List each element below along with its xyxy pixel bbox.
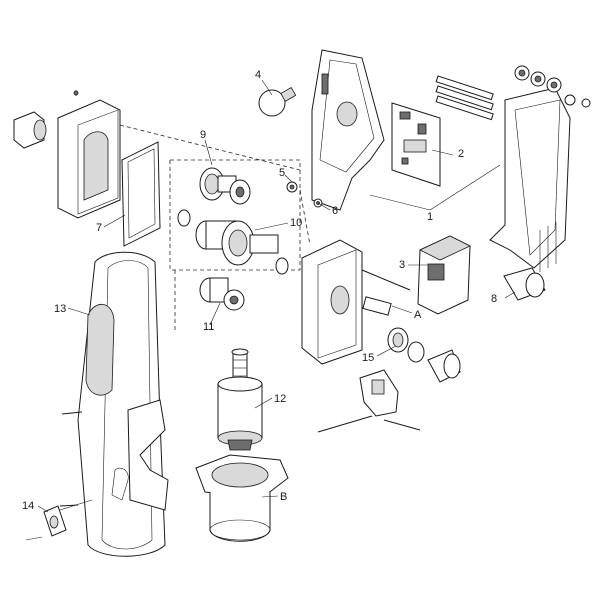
label-7: 7 — [96, 222, 102, 234]
callout-labels: 1 2 3 4 5 6 7 8 9 10 11 12 13 14 15 A B — [22, 69, 497, 512]
nuts-washers — [514, 65, 591, 108]
end-cap — [427, 349, 461, 383]
motor-stator — [195, 454, 289, 542]
label-6: 6 — [332, 205, 338, 217]
bracket-frame — [489, 87, 571, 272]
label-5: 5 — [279, 167, 285, 179]
gear-shaft-10 — [195, 220, 289, 275]
label-b: B — [280, 491, 287, 503]
lamp-bulb — [258, 86, 297, 117]
resistor-sticks — [435, 75, 494, 121]
label-a: A — [414, 309, 422, 321]
assembly-guide-lines — [119, 124, 311, 330]
label-9: 9 — [200, 129, 206, 141]
label-3: 3 — [399, 259, 405, 271]
washer-ring — [177, 209, 191, 227]
transformer — [417, 235, 471, 315]
label-4: 4 — [255, 69, 261, 81]
label-1: 1 — [427, 211, 433, 223]
leader-lines — [37, 79, 516, 513]
gear-9 — [199, 167, 251, 205]
chassis-plate — [311, 49, 385, 211]
rings-15 — [387, 327, 425, 363]
label-13: 13 — [54, 303, 66, 315]
label-14: 14 — [22, 500, 34, 512]
gear-11 — [199, 277, 245, 311]
screw-5 — [286, 181, 298, 193]
latch-part — [25, 499, 93, 541]
gearbox-housing — [57, 90, 121, 219]
label-12: 12 — [274, 393, 286, 405]
housing-cover — [77, 251, 169, 557]
label-10: 10 — [290, 217, 302, 229]
limit-switch — [317, 369, 421, 433]
connector-a — [362, 296, 392, 316]
motor-mount-housing — [301, 239, 411, 365]
label-2: 2 — [458, 148, 464, 160]
motor-rotor — [217, 348, 263, 451]
label-15: 15 — [362, 352, 374, 364]
label-11: 11 — [203, 321, 214, 333]
capacitor — [503, 267, 546, 301]
gasket — [121, 141, 161, 247]
label-8: 8 — [491, 293, 497, 305]
housing-screws — [59, 411, 83, 507]
bearing-cap — [13, 111, 47, 149]
control-board — [391, 102, 441, 187]
